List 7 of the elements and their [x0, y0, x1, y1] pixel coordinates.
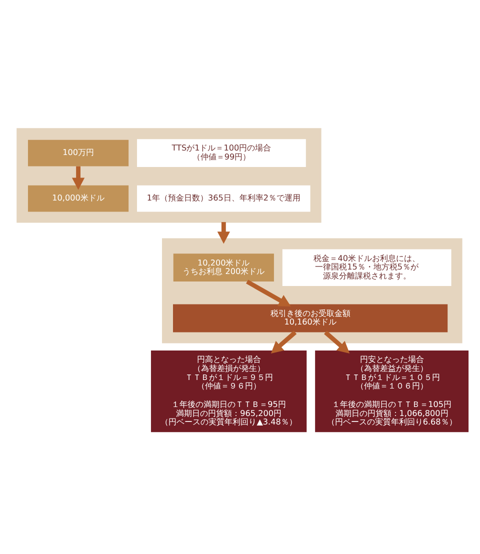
- arrow: [217, 222, 230, 244]
- arrow: [246, 279, 291, 306]
- arrow: [324, 330, 350, 354]
- arrow: [270, 330, 297, 354]
- cluster: [16, 128, 322, 222]
- arrow: [72, 166, 85, 190]
- cluster: [162, 238, 462, 343]
